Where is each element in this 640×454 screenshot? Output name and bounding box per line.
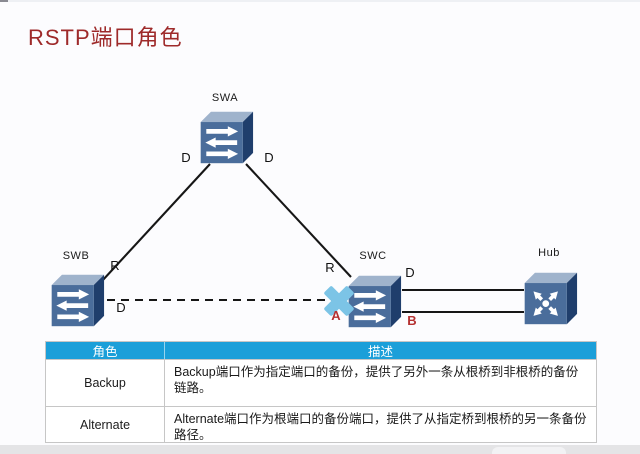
port-label-swb-top: R xyxy=(110,258,120,273)
role-cell: Alternate xyxy=(79,417,131,432)
page-title: RSTP端口角色 xyxy=(28,25,183,50)
bottom-strip xyxy=(0,445,640,454)
blocked-x-icon xyxy=(324,286,354,316)
node-label-hub: Hub xyxy=(538,247,560,259)
table-header-role: 角色 xyxy=(92,345,118,359)
desc-cell: Alternate端口作为根端口的备份端口，提供了从指定桥到根桥的另一条备份路径… xyxy=(164,407,596,442)
port-roles-table: 角色 描述 Backup Backup端口作为指定端口的备份，提供了另外一条从根… xyxy=(45,341,597,443)
node-label-swb: SWB xyxy=(62,250,90,262)
switch-swa xyxy=(196,108,254,166)
port-label-blocked-a: A xyxy=(331,308,341,323)
switch-icon xyxy=(196,108,254,166)
port-label-blocked-b: B xyxy=(407,313,417,328)
port-label-swc-top: R xyxy=(325,260,335,275)
node-label-swa: SWA xyxy=(211,92,239,104)
port-label-swb-bottom: D xyxy=(116,300,126,315)
top-corner-dash xyxy=(0,0,8,2)
table-row-alternate: Alternate Alternate端口作为根端口的备份端口，提供了从指定桥到… xyxy=(46,406,596,442)
bottom-rounded-tab xyxy=(492,447,566,454)
link-swa-swc xyxy=(245,163,352,278)
desc-cell: Backup端口作为指定端口的备份，提供了另外一条从根桥到非根桥的备份链路。 xyxy=(164,360,596,406)
switch-swb xyxy=(47,271,105,329)
port-label-swa-right: D xyxy=(264,150,274,165)
hub-device xyxy=(520,269,578,327)
role-cell: Backup xyxy=(84,376,126,390)
switch-icon xyxy=(47,271,105,329)
node-label-swc: SWC xyxy=(359,250,387,262)
link-swa-swb xyxy=(101,163,211,282)
port-label-swc-right: D xyxy=(405,265,415,280)
port-label-swa-left: D xyxy=(181,150,191,165)
top-divider xyxy=(0,0,640,2)
table-row-backup: Backup Backup端口作为指定端口的备份，提供了另外一条从根桥到非根桥的… xyxy=(46,359,596,406)
table-header-desc: 描述 xyxy=(164,342,596,359)
table-header-row: 角色 描述 xyxy=(46,342,596,359)
hub-icon xyxy=(520,269,578,327)
